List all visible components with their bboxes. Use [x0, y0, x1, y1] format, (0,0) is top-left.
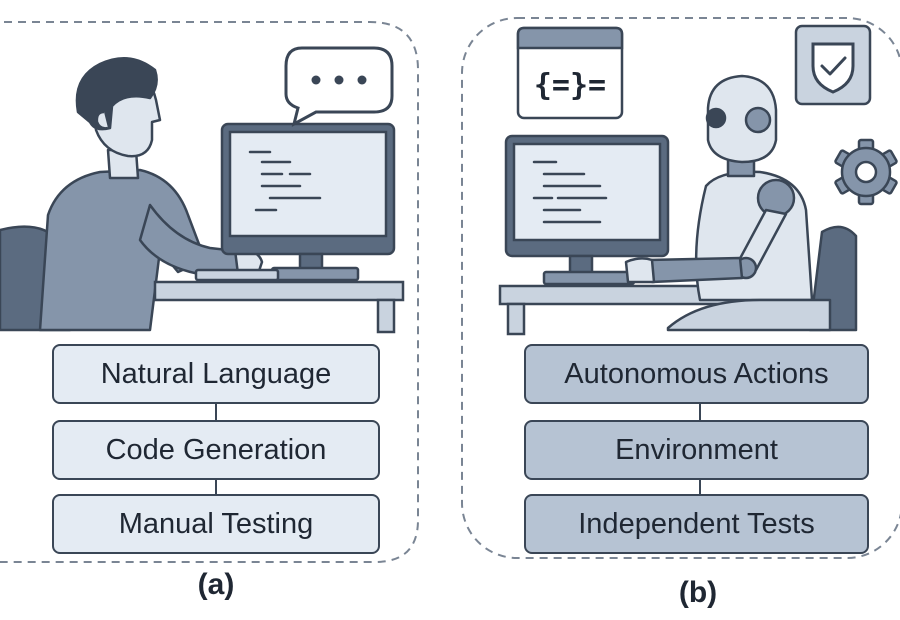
robot-forearm	[646, 256, 744, 284]
robot-ear	[744, 106, 772, 134]
robot-eye	[705, 107, 727, 129]
desk-a	[153, 280, 405, 334]
robot-hand	[624, 257, 656, 284]
code-window-icon	[516, 26, 624, 120]
robot-legs	[666, 298, 832, 332]
step-manual-testing: Manual Testing	[52, 494, 380, 554]
code-lines-a	[248, 150, 322, 212]
robot-head	[706, 74, 778, 164]
step-autonomous-actions: Autonomous Actions	[524, 344, 869, 404]
panel-a-border	[0, 21, 419, 563]
step-natural-language: Natural Language	[52, 344, 380, 404]
monitor-a	[194, 122, 396, 282]
step-environment: Environment	[524, 420, 869, 480]
step-code-generation: Code Generation	[52, 420, 380, 480]
monitor-b	[504, 134, 670, 286]
gear-icon	[834, 138, 898, 206]
caption-a: (a)	[197, 568, 235, 601]
step-independent-tests: Independent Tests	[524, 494, 869, 554]
torso	[38, 168, 207, 332]
panel-b-border	[461, 17, 900, 559]
robot-illustration	[624, 74, 858, 332]
person-illustration	[0, 57, 264, 332]
shield-check-icon	[794, 24, 872, 106]
code-window-text: {=}=	[534, 68, 606, 103]
ear	[95, 110, 109, 130]
robot-shoulder	[756, 178, 796, 218]
code-lines-b	[532, 160, 608, 224]
speech-bubble-ellipsis-icon	[284, 46, 394, 127]
caption-b: (b)	[678, 576, 718, 609]
